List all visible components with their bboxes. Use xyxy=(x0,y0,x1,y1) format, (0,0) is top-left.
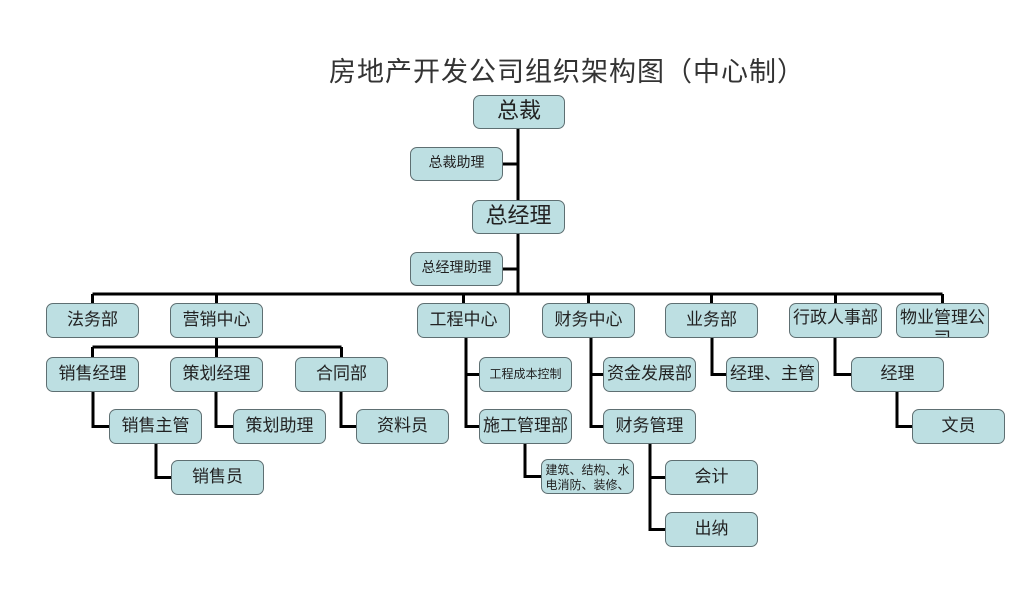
connector-planm-plana xyxy=(214,392,233,428)
node-general-manager[interactable]: 总经理 xyxy=(472,200,565,234)
node-business-staff[interactable]: 经理、主管 xyxy=(726,357,819,392)
node-capital-development[interactable]: 资金发展部 xyxy=(603,357,696,392)
node-planning-manager[interactable]: 策划经理 xyxy=(170,357,263,392)
node-property-mgmt-company[interactable]: 物业管理公司 xyxy=(896,303,989,338)
node-legal-dept[interactable]: 法务部 xyxy=(46,303,139,338)
connector-eng-cons xyxy=(464,338,479,428)
connector-finm-cash xyxy=(648,444,665,531)
node-salesperson[interactable]: 销售员 xyxy=(171,460,264,495)
node-sales-manager[interactable]: 销售经理 xyxy=(46,357,139,392)
node-archivist[interactable]: 资料员 xyxy=(356,409,449,444)
connector-biz-staff xyxy=(710,338,726,376)
node-ceo[interactable]: 总裁 xyxy=(473,95,565,129)
node-cashier[interactable]: 出纳 xyxy=(665,512,758,547)
connector-fin-finm xyxy=(589,338,603,428)
node-contracts-dept[interactable]: 合同部 xyxy=(295,357,388,392)
node-accountant[interactable]: 会计 xyxy=(665,460,758,495)
node-construction-mgmt[interactable]: 施工管理部 xyxy=(479,409,572,444)
node-construction-disciplines[interactable]: 建筑、结构、水电消防、装修、 xyxy=(541,459,634,494)
chart-title: 房地产开发公司组织架构图（中心制） xyxy=(329,57,805,88)
connector-contr-arch xyxy=(339,392,356,428)
node-business-dept[interactable]: 业务部 xyxy=(665,303,758,338)
connector-cons-disc xyxy=(523,444,541,478)
node-sales-supervisor[interactable]: 销售主管 xyxy=(109,409,202,444)
node-marketing-center[interactable]: 营销中心 xyxy=(170,303,263,338)
node-admin-hr-dept[interactable]: 行政人事部 xyxy=(789,303,882,338)
node-cost-control[interactable]: 工程成本控制 xyxy=(479,357,572,392)
connector-salesm-saless xyxy=(91,392,109,428)
node-finance-management[interactable]: 财务管理 xyxy=(603,409,696,444)
connector-saless-sp xyxy=(154,444,171,479)
node-engineering-center[interactable]: 工程中心 xyxy=(417,303,510,338)
node-gm-assistant[interactable]: 总经理助理 xyxy=(410,252,503,286)
node-clerk[interactable]: 文员 xyxy=(912,409,1005,444)
node-admin-manager[interactable]: 经理 xyxy=(851,357,944,392)
node-finance-center[interactable]: 财务中心 xyxy=(542,303,635,338)
node-planning-assistant[interactable]: 策划助理 xyxy=(233,409,326,444)
connector-manager-clerk xyxy=(895,392,912,428)
node-ceo-assistant[interactable]: 总裁助理 xyxy=(410,147,503,181)
connector-hr-manager xyxy=(833,338,851,376)
